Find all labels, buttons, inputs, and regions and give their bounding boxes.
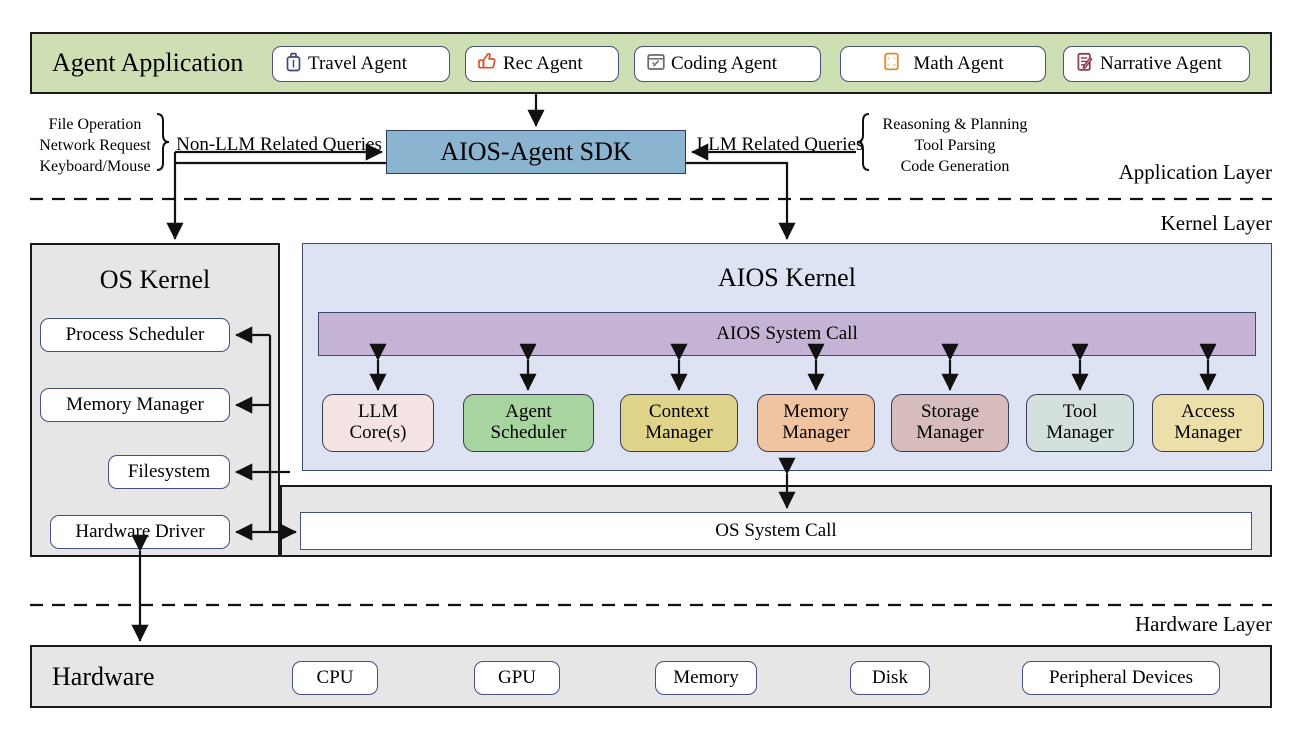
os-kernel-module-process-scheduler[interactable]: Process Scheduler bbox=[40, 318, 230, 352]
hardware-item-gpu[interactable]: GPU bbox=[474, 661, 560, 695]
agent-label: Narrative Agent bbox=[1100, 53, 1222, 74]
kernel-module-label-bottom: Manager bbox=[782, 422, 850, 443]
svg-text:+: + bbox=[887, 56, 891, 63]
left-brace-item-2: Keyboard/Mouse bbox=[39, 158, 151, 175]
kernel-module-label-top: Context bbox=[648, 401, 710, 423]
kernel-module-agent-scheduler[interactable]: Agent Scheduler bbox=[463, 394, 594, 452]
document-pen-icon bbox=[1075, 51, 1095, 78]
layer-label-application: Application Layer bbox=[1118, 160, 1272, 184]
thumbs-up-icon bbox=[477, 51, 498, 77]
os-kernel-title: OS Kernel bbox=[99, 264, 211, 294]
layer-label-hardware: Hardware Layer bbox=[1135, 612, 1272, 636]
kernel-module-label-bottom: Manager bbox=[1174, 422, 1242, 443]
kernel-module-label-bottom: Manager bbox=[1046, 422, 1114, 443]
left-brace-item-1: Network Request bbox=[39, 137, 151, 154]
agent-application-title: Agent Application bbox=[52, 47, 244, 77]
agent-pill-travel[interactable]: Travel Agent bbox=[272, 46, 450, 82]
hardware-item-peripheral-devices[interactable]: Peripheral Devices bbox=[1022, 661, 1220, 695]
kernel-module-label-top: Memory bbox=[783, 401, 849, 423]
left-brace-item-0: File Operation bbox=[48, 116, 142, 133]
kernel-module-tool-manager[interactable]: Tool Manager bbox=[1026, 394, 1134, 452]
right-brace-item-0: Reasoning & Planning bbox=[882, 116, 1028, 133]
kernel-module-label-bottom: Core(s) bbox=[349, 422, 407, 443]
os-kernel-module-hardware-driver[interactable]: Hardware Driver bbox=[50, 515, 230, 549]
hardware-item-disk[interactable]: Disk bbox=[850, 661, 930, 695]
agent-label: Math Agent bbox=[913, 53, 1004, 74]
hardware-title: Hardware bbox=[52, 661, 155, 691]
agent-pill-rec[interactable]: Rec Agent bbox=[465, 46, 619, 82]
svg-text:×: × bbox=[887, 62, 891, 69]
kernel-module-label-top: Storage bbox=[920, 401, 980, 423]
hardware-item-cpu[interactable]: CPU bbox=[292, 661, 378, 695]
left-brace bbox=[156, 113, 170, 171]
agent-pill-narrative[interactable]: Narrative Agent bbox=[1063, 46, 1250, 82]
svg-text:=: = bbox=[893, 62, 897, 69]
kernel-module-llm-cores[interactable]: LLM Core(s) bbox=[322, 394, 434, 452]
agent-pill-coding[interactable]: Coding Agent bbox=[634, 46, 821, 82]
right-brace-item-1: Tool Parsing bbox=[914, 137, 996, 154]
kernel-module-label-bottom: Manager bbox=[645, 422, 713, 443]
hardware-item-memory[interactable]: Memory bbox=[655, 661, 757, 695]
os-kernel-module-memory-manager[interactable]: Memory Manager bbox=[40, 388, 230, 422]
kernel-module-label-top: Agent bbox=[505, 401, 552, 423]
kernel-module-label-bottom: Scheduler bbox=[490, 422, 567, 443]
layer-label-kernel: Kernel Layer bbox=[1160, 211, 1272, 235]
kernel-module-label-top: LLM bbox=[357, 401, 399, 423]
code-window-icon bbox=[646, 52, 666, 77]
svg-text:−: − bbox=[893, 55, 897, 62]
agent-label: Travel Agent bbox=[308, 53, 408, 74]
kernel-module-label-top: Tool bbox=[1062, 401, 1098, 423]
arrow-sdk-to-aios-kernel bbox=[686, 161, 796, 240]
kernel-module-memory-manager[interactable]: Memory Manager bbox=[757, 394, 875, 452]
arrow-sdk-to-os-kernel bbox=[166, 161, 386, 240]
kernel-module-label-bottom: Manager bbox=[916, 422, 984, 443]
calculator-icon: +−×= bbox=[882, 51, 901, 77]
kernel-module-context-manager[interactable]: Context Manager bbox=[620, 394, 738, 452]
kernel-module-storage-manager[interactable]: Storage Manager bbox=[891, 394, 1009, 452]
aios-system-call-bar: AIOS System Call bbox=[318, 312, 1256, 356]
aios-kernel-title: AIOS Kernel bbox=[718, 262, 856, 292]
right-brace-item-2: Code Generation bbox=[900, 158, 1010, 175]
kernel-module-label-top: Access bbox=[1181, 401, 1235, 423]
agent-label: Coding Agent bbox=[671, 53, 778, 74]
llm-queries-label: LLM Related Queries bbox=[696, 134, 864, 155]
os-kernel-module-filesystem[interactable]: Filesystem bbox=[108, 455, 230, 489]
suitcase-icon bbox=[284, 51, 303, 78]
agent-label: Rec Agent bbox=[503, 53, 583, 74]
os-system-call-bar: OS System Call bbox=[300, 512, 1252, 550]
non-llm-queries-label: Non-LLM Related Queries bbox=[176, 134, 382, 155]
agent-pill-math[interactable]: +−×= Math Agent bbox=[840, 46, 1046, 82]
kernel-module-access-manager[interactable]: Access Manager bbox=[1152, 394, 1264, 452]
aios-agent-sdk-box[interactable]: AIOS-Agent SDK bbox=[386, 130, 686, 174]
